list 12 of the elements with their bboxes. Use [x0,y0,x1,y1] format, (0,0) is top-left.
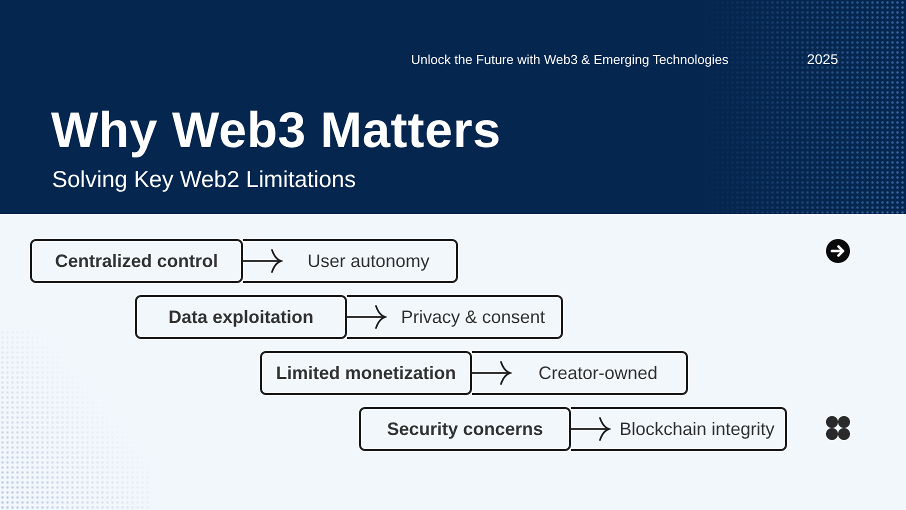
solution-box: Privacy & consent [347,295,563,339]
problem-box: Limited monetization [260,351,472,395]
problem-box: Data exploitation [135,295,347,339]
solution-box: Blockchain integrity [571,407,787,451]
tagline: Unlock the Future with Web3 & Emerging Technologies [411,52,728,67]
problem-box: Security concerns [359,407,571,451]
subtitle: Solving Key Web2 Limitations [52,166,356,193]
slide-title: Why Web3 Matters [51,101,502,159]
problem-box: Centralized control [30,239,243,283]
solution-box: Creator-owned [472,351,688,395]
solution-box: User autonomy [243,239,458,283]
year-label: 2025 [807,51,838,67]
